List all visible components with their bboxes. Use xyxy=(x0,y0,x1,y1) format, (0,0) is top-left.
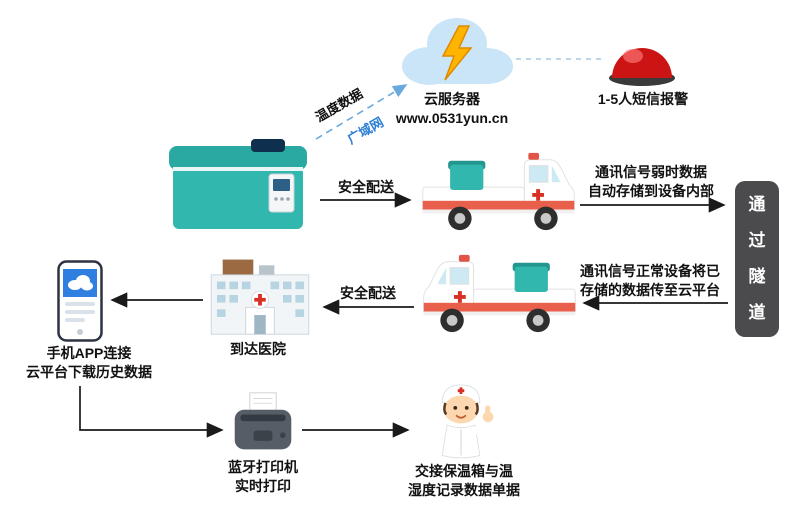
bluetooth-printer-icon xyxy=(230,390,296,456)
lightning-icon xyxy=(441,25,473,81)
tunnel-block: 通过隧道 xyxy=(735,181,779,337)
doctor-caption: 交接保温箱与温 湿度记录数据单据 xyxy=(408,463,520,498)
arrow-phone-printer xyxy=(79,386,224,438)
red-cross-icon xyxy=(457,387,465,394)
hospital-icon xyxy=(207,250,313,338)
phone-caption: 手机APP连接 云平台下载历史数据 xyxy=(26,345,152,380)
doctor-icon xyxy=(416,380,506,462)
cargo-cooler-icon xyxy=(514,266,548,293)
red-cross-icon xyxy=(532,189,544,201)
weak-signal-note: 通讯信号弱时数据 自动存储到设备内部 xyxy=(588,164,714,199)
roof-light-icon xyxy=(528,152,540,160)
printer-caption: 蓝牙打印机 实时打印 xyxy=(228,459,298,494)
cloud-server-icon xyxy=(393,10,521,92)
red-cross-icon xyxy=(454,291,466,303)
roof-light-icon xyxy=(458,254,470,262)
delivery2-label: 安全配送 xyxy=(340,285,396,301)
normal-signal-note: 通讯信号正常设备将已 存储的数据传至云平台 xyxy=(580,263,720,298)
ambulance1-icon xyxy=(420,148,578,236)
thumbs-up-icon xyxy=(482,411,494,423)
cloud-icon xyxy=(68,275,93,291)
temperature-logger-icon xyxy=(268,173,295,213)
delivery1-label: 安全配送 xyxy=(338,179,394,195)
cooler-box-icon xyxy=(163,136,313,236)
cargo-cooler-icon xyxy=(450,164,484,191)
wan-label: 广域网 xyxy=(344,114,387,147)
phone-app-icon xyxy=(57,260,103,342)
hospital-label: 到达医院 xyxy=(230,341,286,357)
temperature-data-label: 温度数据 xyxy=(312,85,366,125)
cloud-server-label: 云服务器 www.0531yun.cn xyxy=(392,90,512,128)
tunnel-label: 通过隧道 xyxy=(748,195,766,322)
cloud-title: 云服务器 xyxy=(424,91,480,107)
ambulance2-icon xyxy=(420,250,578,338)
cooler-handle xyxy=(251,139,285,152)
sms-alarm-label: 1-5人短信报警 xyxy=(597,91,689,107)
red-cross-icon xyxy=(254,294,266,306)
sms-alarm-icon xyxy=(606,26,678,88)
cloud-url: www.0531yun.cn xyxy=(395,110,509,126)
